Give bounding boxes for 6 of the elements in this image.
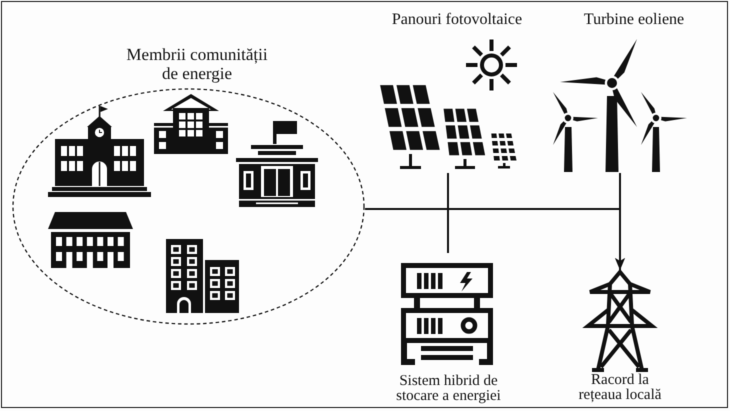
node-label: Turbine eoliene (584, 11, 684, 29)
group-heading: Membrii comunității de energie (125, 45, 269, 84)
arrow (615, 173, 625, 270)
node-label: Panouri fotovoltaice (392, 11, 522, 29)
node-label: Racord la rețeaua locală (578, 373, 662, 404)
node-label: Sistem hibrid de stocare a energiei (395, 374, 502, 405)
